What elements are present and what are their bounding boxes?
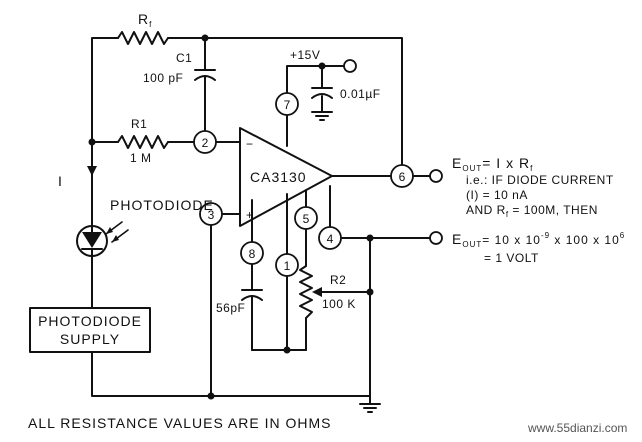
pin-5-circle	[294, 206, 318, 230]
opamp-triangle	[239, 127, 333, 227]
eout1-sub: OUT	[462, 164, 482, 173]
current-label: I	[58, 173, 63, 189]
opamp-plus: +	[246, 208, 254, 222]
note-line-2: (I) = 10 nA	[466, 188, 528, 202]
r1-name-label: R1	[131, 117, 147, 131]
junction-dot	[366, 288, 374, 296]
pin-2-circle	[193, 130, 217, 154]
note-line-1: i.e.: IF DIODE CURRENT	[466, 173, 614, 187]
pin-1-circle	[275, 253, 299, 277]
r2-value-label: 100 K	[322, 297, 356, 311]
pin-4-number: 4	[327, 232, 334, 246]
ground-symbol	[359, 403, 381, 413]
pin-3-number: 3	[208, 208, 215, 222]
r2-wiper-arrow	[312, 287, 322, 297]
photodiode-supply-box	[29, 307, 151, 353]
wire-rf-feedback	[91, 37, 119, 143]
capacitor-56pf	[241, 289, 263, 301]
photodiode-supply-line2: SUPPLY	[60, 331, 120, 347]
eout1-sub2: f	[530, 164, 533, 173]
terminal-supply	[343, 59, 357, 73]
eout2-rest2: x 100 x 10	[550, 233, 620, 247]
footer-note: ALL RESISTANCE VALUES ARE IN OHMS	[28, 415, 331, 431]
eout-result: = 1 VOLT	[484, 251, 539, 265]
watermark: www.55dianzi.com	[527, 421, 627, 435]
junction-dot	[318, 62, 326, 70]
pin-6-circle	[390, 164, 414, 188]
rf-label-main: R	[138, 11, 149, 27]
photodiode-symbol	[76, 221, 129, 257]
junction-dot	[283, 346, 291, 354]
r2-name-label: R2	[330, 273, 346, 287]
note3-sub: f	[506, 210, 509, 219]
c-comp-label: 56pF	[216, 301, 245, 315]
pin-5-number: 5	[303, 212, 310, 226]
terminal-output-2	[429, 231, 443, 245]
pin-3-circle	[199, 202, 223, 226]
wire-ground-bus	[91, 351, 371, 397]
eout2-main: E	[452, 231, 462, 247]
eout2-rest1: = 10 x 10	[482, 233, 541, 247]
note-line-3: AND Rf = 100M, THEN	[466, 203, 598, 219]
pin-4-circle	[318, 226, 342, 250]
eout-formula-2: EOUT= 10 x 10-9 x 100 x 106	[452, 231, 625, 249]
r1-value-label: 1 M	[130, 151, 152, 165]
wires	[91, 37, 431, 405]
pin-8-circle	[240, 241, 264, 265]
pin-2-number: 2	[202, 136, 209, 150]
pin-7-number: 7	[284, 98, 291, 112]
junction-dot	[201, 34, 209, 42]
pin-8-number: 8	[249, 247, 256, 261]
opamp-minus: −	[246, 137, 254, 151]
resistor-r2	[299, 265, 313, 319]
capacitor-c1	[194, 69, 216, 81]
eout1-main: E	[452, 155, 462, 171]
junction-dot	[88, 138, 96, 146]
eout2-exp1: -9	[541, 231, 550, 240]
eout1-rest: = I x R	[482, 155, 530, 171]
eout2-sub: OUT	[462, 240, 482, 249]
supply-voltage-label: +15V	[290, 48, 320, 62]
terminal-output	[429, 169, 443, 183]
pin-1-number: 1	[284, 259, 291, 273]
c1-value-label: 100 pF	[143, 71, 183, 85]
resistor-rf	[117, 31, 169, 45]
capacitor-decoupling	[311, 87, 333, 99]
note3-main: AND R	[466, 203, 506, 217]
wire-rf-right	[167, 37, 403, 163]
rf-label: Rf	[138, 11, 152, 29]
rf-label-sub: f	[149, 20, 152, 29]
pin-7-circle	[275, 92, 299, 116]
decoupling-cap-label: 0.01µF	[340, 87, 381, 101]
junction-dot	[207, 392, 215, 400]
note3-rest: = 100M, THEN	[509, 203, 598, 217]
eout-formula-1: EOUT= I x Rf	[452, 155, 533, 173]
c1-name-label: C1	[176, 51, 192, 65]
junction-dot	[366, 234, 374, 242]
junctions	[88, 34, 374, 400]
pin-6-number: 6	[399, 170, 406, 184]
ground-symbol	[311, 111, 333, 121]
current-arrow	[87, 166, 97, 176]
opamp-label: CA3130	[250, 169, 307, 185]
photodiode-label: PHOTODIODE	[110, 197, 214, 213]
photodiode-supply-line1: PHOTODIODE	[38, 313, 142, 329]
resistor-r1	[117, 135, 169, 149]
eout2-exp2: 6	[620, 231, 625, 240]
